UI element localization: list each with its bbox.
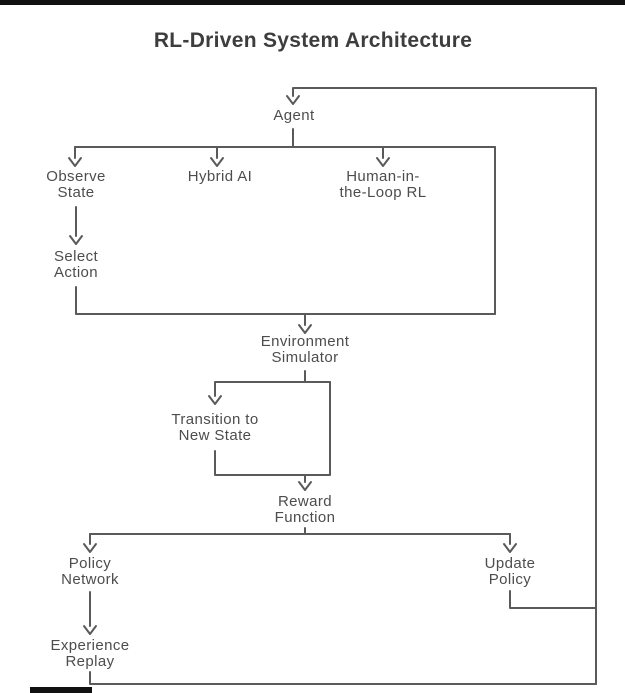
node-environment-simulator: Environment Simulator [260, 333, 350, 366]
arrowhead-update-policy [503, 543, 517, 553]
node-select-action: Select Action [53, 248, 99, 281]
arrowhead-policy-network [83, 543, 97, 553]
arrowhead-select-action [69, 235, 83, 245]
node-experience-replay: Experience Replay [50, 637, 130, 670]
edge-loop-rightbottom [214, 381, 331, 476]
edge-feedback-loop [292, 87, 597, 685]
arrowhead-env-sim [298, 324, 312, 334]
bottom-black-bar [30, 687, 92, 693]
edge-up-connector [509, 590, 597, 609]
arrowhead-observe-state [68, 157, 82, 167]
arrowhead-transition [208, 395, 222, 405]
arrowhead-reward [298, 481, 312, 491]
node-agent: Agent [273, 107, 315, 124]
top-black-bar [0, 0, 625, 5]
node-human-in-the-loop-rl: Human-in- the-Loop RL [339, 168, 427, 201]
arrowhead-hybrid-ai [210, 157, 224, 167]
arrowhead-hitl [376, 157, 390, 167]
node-observe-state: Observe State [46, 168, 106, 201]
edge-loop-top [214, 381, 331, 397]
node-hybrid-ai: Hybrid AI [187, 168, 253, 185]
edge-er-bottom [89, 671, 597, 685]
arrowhead-experience-replay [83, 625, 97, 635]
diagram-title: RL-Driven System Architecture [153, 29, 473, 52]
node-transition-to-new-state: Transition to New State [171, 411, 259, 444]
node-reward-function: Reward Function [274, 493, 336, 526]
node-policy-network: Policy Network [61, 555, 119, 588]
arrowhead-into-agent [286, 95, 300, 105]
node-update-policy: Update Policy [484, 555, 536, 588]
edge-select-rail [75, 286, 496, 315]
